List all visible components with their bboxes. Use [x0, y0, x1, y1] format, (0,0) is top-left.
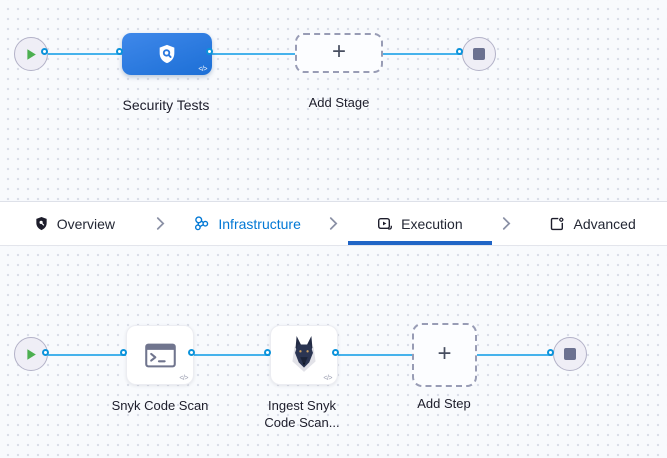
tab-label: Execution [401, 215, 463, 232]
execution-canvas: </> </> + [0, 246, 667, 458]
tab-label: Infrastructure [218, 215, 301, 232]
stage-tab-bar: Overview Infrastructure [0, 201, 667, 246]
chevron-right-icon [322, 202, 346, 245]
add-step-button[interactable]: + [412, 323, 477, 387]
connector-port[interactable] [41, 48, 48, 55]
connector-port[interactable] [264, 349, 271, 356]
code-icon: </> [198, 66, 207, 73]
connector-port[interactable] [120, 349, 127, 356]
execution-icon [377, 216, 393, 232]
step-label: Ingest Snyk Code Scan... [264, 398, 340, 430]
tab-overview[interactable]: Overview [0, 202, 149, 245]
stage-node-security-tests[interactable]: </> [122, 33, 212, 75]
connector-port[interactable] [547, 349, 554, 356]
advanced-icon [549, 216, 565, 232]
connector-port[interactable] [456, 48, 463, 55]
step-node-snyk-code-scan[interactable]: </> [126, 325, 194, 385]
step-label: Snyk Code Scan [111, 398, 209, 413]
connector-port[interactable] [42, 349, 49, 356]
step-node-ingest-snyk-code-scan[interactable]: </> [270, 325, 338, 385]
shield-icon [34, 216, 49, 231]
connector-port[interactable] [188, 349, 195, 356]
code-icon: </> [179, 375, 188, 382]
plus-icon: + [437, 340, 452, 367]
connector-port[interactable] [206, 48, 213, 55]
connector-port[interactable] [116, 48, 123, 55]
tab-infrastructure[interactable]: Infrastructure [173, 202, 322, 245]
add-stage-button[interactable]: + [295, 33, 383, 73]
stop-icon [473, 48, 485, 60]
chevron-right-icon [494, 202, 518, 245]
terminal-icon [144, 343, 176, 368]
play-icon [26, 48, 37, 61]
tab-label: Overview [56, 215, 116, 232]
code-icon: </> [323, 375, 332, 382]
infrastructure-icon [193, 215, 210, 232]
stage-label: Security Tests [122, 97, 210, 113]
tab-execution[interactable]: Execution [346, 202, 495, 245]
stop-icon [564, 348, 576, 360]
chevron-right-icon [149, 202, 173, 245]
pipeline-end-node [462, 37, 496, 71]
connector-port[interactable] [332, 349, 339, 356]
tab-label: Advanced [573, 215, 636, 232]
play-icon [26, 348, 37, 361]
security-shield-icon [156, 43, 178, 65]
connector-edge [44, 52, 464, 56]
add-step-label: Add Step [417, 396, 471, 411]
execution-end-node [553, 337, 587, 371]
tab-advanced[interactable]: Advanced [518, 202, 667, 245]
snyk-dog-icon [287, 335, 321, 375]
stage-canvas: </> + Security Tests Add Stage [0, 0, 667, 201]
add-stage-label: Add Stage [308, 95, 370, 110]
plus-icon: + [331, 38, 346, 65]
